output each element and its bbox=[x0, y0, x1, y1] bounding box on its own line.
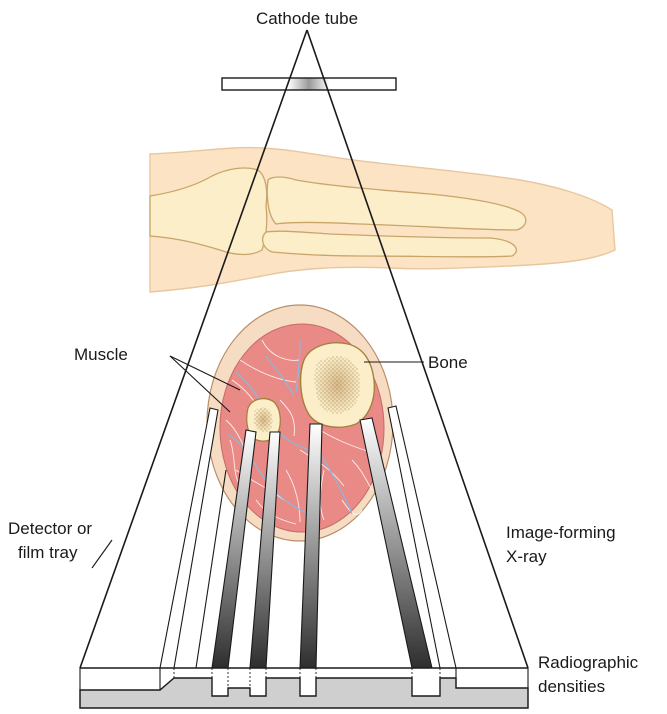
bone-label: Bone bbox=[428, 353, 468, 372]
radiographic-densities-area bbox=[80, 678, 528, 708]
large-bone-section bbox=[301, 343, 375, 427]
detector-label-line2: film tray bbox=[18, 543, 78, 562]
radiographic-label-line2: densities bbox=[538, 677, 605, 696]
cathode-tube bbox=[222, 78, 396, 90]
radiographic-label-line1: Radiographic bbox=[538, 653, 639, 672]
image-forming-label-line1: Image-forming bbox=[506, 523, 616, 542]
muscle-label: Muscle bbox=[74, 345, 128, 364]
cathode-tube-label: Cathode tube bbox=[256, 9, 358, 28]
arm-illustration bbox=[150, 148, 615, 292]
detector-label-line1: Detector or bbox=[8, 519, 92, 538]
image-forming-label-line2: X-ray bbox=[506, 547, 547, 566]
detector-tray bbox=[80, 668, 528, 708]
beam-tissue-left bbox=[160, 408, 218, 668]
